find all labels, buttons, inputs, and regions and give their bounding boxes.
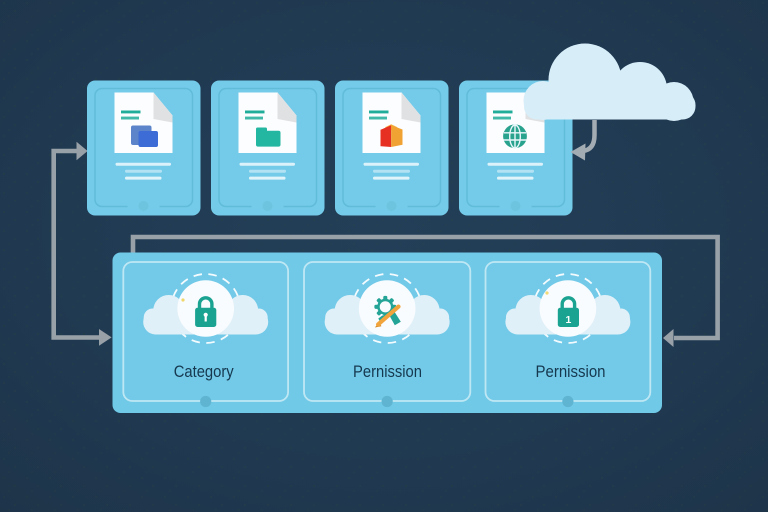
svg-text:Category: Category [174, 362, 234, 381]
svg-text:Pernission: Pernission [536, 362, 606, 381]
svg-text:1: 1 [565, 314, 571, 326]
svg-text:Pernission: Pernission [353, 362, 422, 381]
